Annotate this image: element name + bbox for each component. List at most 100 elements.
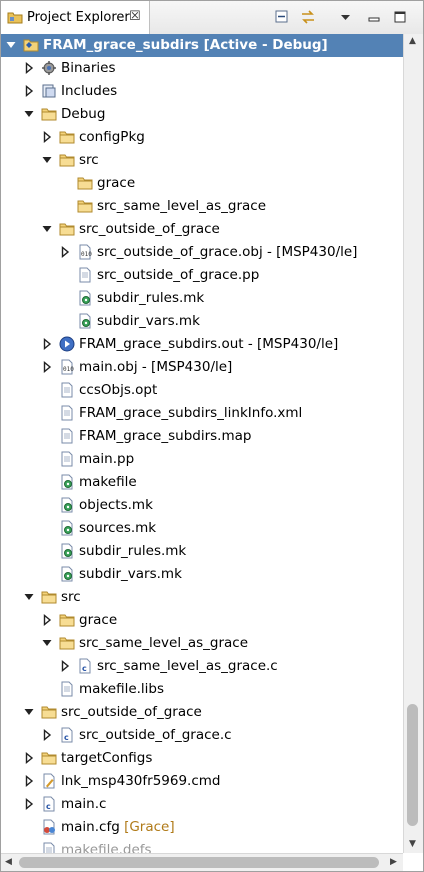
scroll-up-arrow-icon[interactable]: ▲ bbox=[409, 36, 416, 46]
vertical-scrollbar[interactable]: ▲ ▼ bbox=[403, 34, 423, 853]
horizontal-scroll-thumb[interactable] bbox=[19, 857, 379, 868]
c-file-icon: c bbox=[79, 658, 91, 674]
tree-item[interactable]: Includes bbox=[1, 80, 403, 103]
makefile-icon bbox=[61, 543, 73, 559]
view-menu-icon[interactable] bbox=[337, 9, 355, 25]
tree-item[interactable]: FRAM_grace_subdirs [Active - Debug] bbox=[1, 34, 403, 57]
tree-item[interactable]: configPkg bbox=[1, 126, 403, 149]
tree-item[interactable]: src_same_level_as_grace bbox=[1, 195, 403, 218]
tree-item[interactable]: src_outside_of_grace.pp bbox=[1, 264, 403, 287]
tree-item[interactable]: main.cfg [Grace] bbox=[1, 816, 403, 839]
collapsed-arrow-icon[interactable] bbox=[23, 798, 35, 810]
horizontal-scrollbar[interactable]: ◀ ▶ bbox=[1, 853, 403, 871]
tree-item-decoration: [Grace] bbox=[119, 819, 175, 835]
tree-item-label: ccsObjs.opt bbox=[79, 382, 158, 398]
tab-project-explorer[interactable]: Project Explorer ☒ bbox=[1, 1, 150, 34]
vertical-scroll-thumb[interactable] bbox=[407, 704, 418, 826]
file-icon bbox=[79, 267, 91, 283]
tree-item-label: sources.mk bbox=[79, 520, 157, 536]
tree-item[interactable]: subdir_vars.mk bbox=[1, 310, 403, 333]
file-icon bbox=[61, 428, 73, 444]
folder-icon bbox=[59, 223, 75, 236]
collapsed-arrow-icon[interactable] bbox=[41, 361, 53, 373]
expanded-arrow-icon[interactable] bbox=[23, 591, 35, 603]
tree-item[interactable]: subdir_rules.mk bbox=[1, 287, 403, 310]
tree-item[interactable]: src_outside_of_grace bbox=[1, 701, 403, 724]
tree-item[interactable]: FRAM_grace_subdirs.out - [MSP430/le] bbox=[1, 333, 403, 356]
expanded-arrow-icon[interactable] bbox=[23, 108, 35, 120]
scroll-down-arrow-icon[interactable]: ▼ bbox=[409, 839, 416, 849]
folder-icon bbox=[77, 200, 93, 213]
close-icon[interactable]: ☒ bbox=[129, 9, 141, 24]
expanded-arrow-icon[interactable] bbox=[41, 637, 53, 649]
tree-item[interactable]: sources.mk bbox=[1, 517, 403, 540]
file-icon bbox=[61, 405, 73, 421]
executable-icon bbox=[59, 336, 75, 352]
tree-item[interactable]: src_outside_of_grace bbox=[1, 218, 403, 241]
tree-item[interactable]: grace bbox=[1, 172, 403, 195]
tree-item[interactable]: makefile.defs bbox=[1, 839, 403, 853]
tree-item[interactable]: FRAM_grace_subdirs.map bbox=[1, 425, 403, 448]
tree-item-label: configPkg bbox=[79, 129, 145, 145]
folder-icon bbox=[41, 108, 57, 121]
tree-item[interactable]: Binaries bbox=[1, 57, 403, 80]
tree-item[interactable]: lnk_msp430fr5969.cmd bbox=[1, 770, 403, 793]
collapsed-arrow-icon[interactable] bbox=[41, 614, 53, 626]
tree-item-label: grace bbox=[79, 612, 118, 628]
tree-item-label: makefile.defs bbox=[61, 842, 152, 853]
tree-item[interactable]: src_same_level_as_grace bbox=[1, 632, 403, 655]
minimize-icon[interactable] bbox=[365, 9, 383, 25]
collapsed-arrow-icon[interactable] bbox=[41, 338, 53, 350]
tree-item[interactable]: subdir_vars.mk bbox=[1, 563, 403, 586]
collapsed-arrow-icon[interactable] bbox=[59, 660, 71, 672]
collapsed-arrow-icon[interactable] bbox=[41, 131, 53, 143]
collapse-all-icon[interactable] bbox=[273, 9, 291, 25]
tree-item[interactable]: makefile bbox=[1, 471, 403, 494]
project-explorer-icon bbox=[7, 12, 23, 24]
tree-item[interactable]: src bbox=[1, 149, 403, 172]
tree-item-label: Debug bbox=[61, 106, 106, 122]
tree-item[interactable]: FRAM_grace_subdirs_linkInfo.xml bbox=[1, 402, 403, 425]
project-tree[interactable]: FRAM_grace_subdirs [Active - Debug]Binar… bbox=[1, 34, 403, 853]
link-with-editor-icon[interactable] bbox=[299, 9, 317, 25]
collapsed-arrow-icon[interactable] bbox=[23, 85, 35, 97]
collapsed-arrow-icon[interactable] bbox=[23, 775, 35, 787]
tree-item-label: makefile bbox=[79, 474, 137, 490]
folder-icon bbox=[41, 752, 57, 765]
scroll-right-arrow-icon[interactable]: ▶ bbox=[390, 857, 397, 867]
tree-item-label: src_same_level_as_grace bbox=[79, 635, 249, 651]
folder-icon bbox=[41, 706, 57, 719]
maximize-icon[interactable] bbox=[391, 9, 409, 25]
expanded-arrow-icon[interactable] bbox=[41, 154, 53, 166]
collapsed-arrow-icon[interactable] bbox=[23, 752, 35, 764]
expanded-arrow-icon[interactable] bbox=[23, 706, 35, 718]
scroll-left-arrow-icon[interactable]: ◀ bbox=[5, 857, 12, 867]
tree-item[interactable]: grace bbox=[1, 609, 403, 632]
tree-item[interactable]: Debug bbox=[1, 103, 403, 126]
tree-item[interactable]: targetConfigs bbox=[1, 747, 403, 770]
makefile-icon bbox=[79, 313, 91, 329]
collapsed-arrow-icon[interactable] bbox=[41, 729, 53, 741]
tree-item-label: FRAM_grace_subdirs.out - [MSP430/le] bbox=[79, 336, 339, 352]
tree-item[interactable]: ccsObjs.opt bbox=[1, 379, 403, 402]
collapsed-arrow-icon[interactable] bbox=[59, 246, 71, 258]
tree-item-label: src_same_level_as_grace.c bbox=[97, 658, 278, 674]
tree-item[interactable]: subdir_rules.mk bbox=[1, 540, 403, 563]
expanded-arrow-icon[interactable] bbox=[41, 223, 53, 235]
tree-item-label: grace bbox=[97, 175, 136, 191]
collapsed-arrow-icon[interactable] bbox=[23, 62, 35, 74]
expanded-arrow-icon[interactable] bbox=[5, 39, 17, 51]
tree-item[interactable]: main.pp bbox=[1, 448, 403, 471]
folder-icon bbox=[59, 637, 75, 650]
cmd-file-icon bbox=[43, 773, 55, 789]
tree-item[interactable]: objects.mk bbox=[1, 494, 403, 517]
tree-item[interactable]: c src_same_level_as_grace.c bbox=[1, 655, 403, 678]
tree-item-label: objects.mk bbox=[79, 497, 153, 513]
makefile-icon bbox=[79, 290, 91, 306]
tree-item[interactable]: src bbox=[1, 586, 403, 609]
tree-item[interactable]: makefile.libs bbox=[1, 678, 403, 701]
